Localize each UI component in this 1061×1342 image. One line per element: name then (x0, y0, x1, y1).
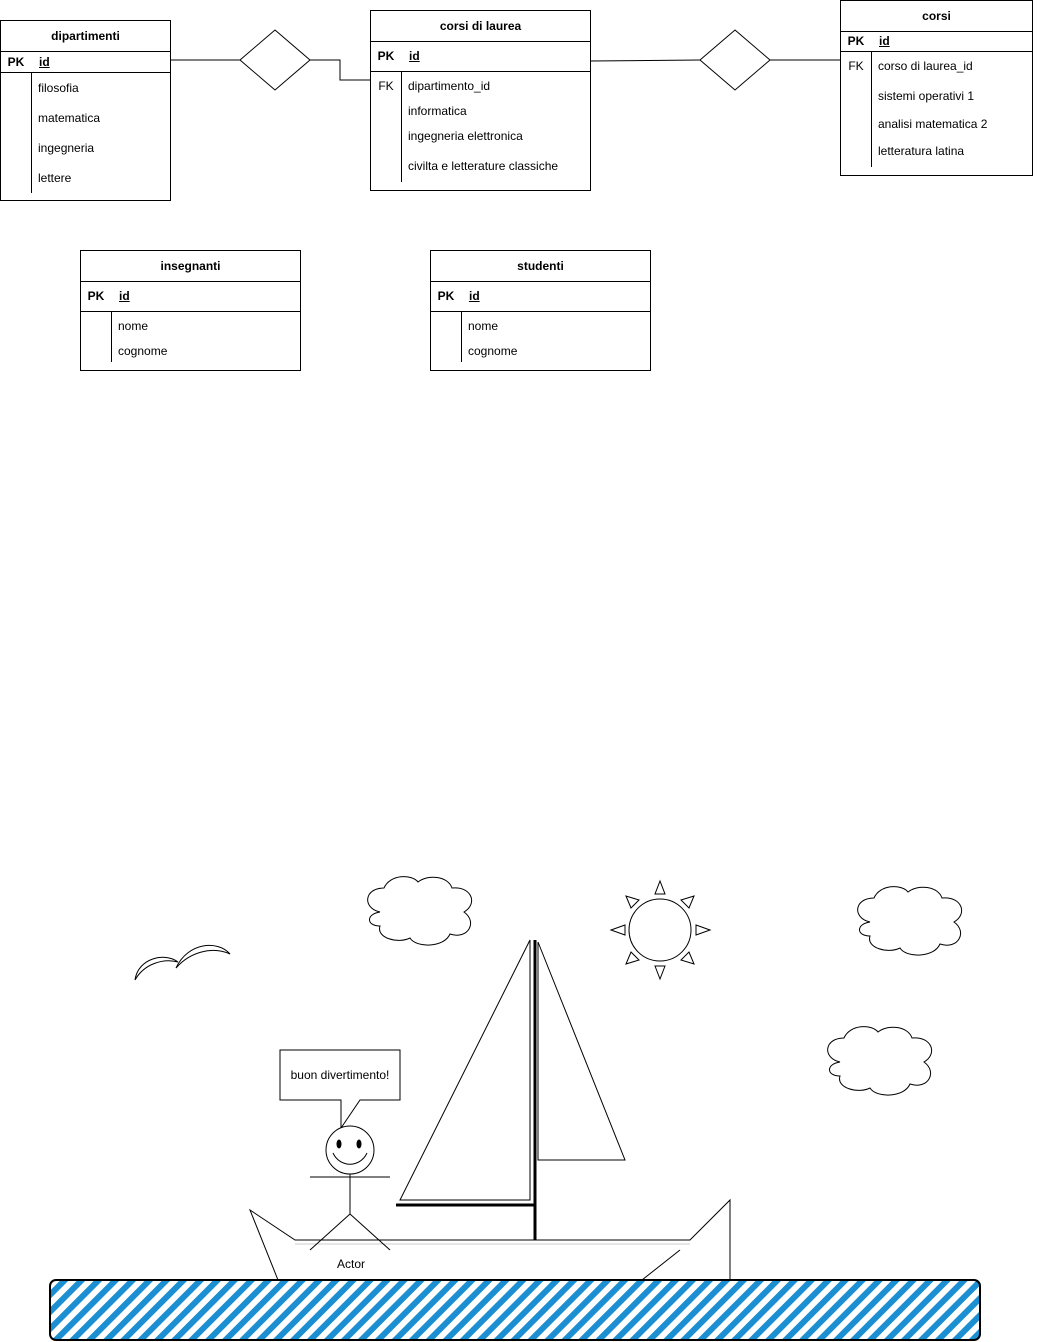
table-title: insegnanti (81, 251, 300, 282)
table-dipartimenti[interactable]: dipartimenti PK id filosofia matematica … (0, 20, 171, 201)
hull (248, 1198, 731, 1281)
pk-field: id (39, 55, 50, 69)
field-item: ingegneria elettronica (408, 129, 523, 143)
table-corsi[interactable]: corsi PK id FK corso di laurea_id sistem… (840, 0, 1033, 176)
table-corsi-di-laurea[interactable]: corsi di laurea PK id FK dipartimento_id… (370, 10, 591, 191)
cloud-icon (367, 876, 473, 946)
field-item: corso di laurea_id (878, 59, 973, 73)
table-title: corsi (841, 1, 1032, 32)
table-title: corsi di laurea (371, 11, 590, 42)
field-item: nome (118, 319, 149, 333)
table-title: studenti (431, 251, 650, 282)
pk-label: PK (847, 34, 865, 48)
hull-line (641, 1249, 681, 1281)
field-item: nome (468, 319, 499, 333)
actor-label: Actor (337, 1257, 365, 1271)
pk-label: PK (7, 55, 25, 69)
field-item: ingegneria (38, 141, 95, 155)
pk-label: PK (87, 289, 105, 303)
field-item: filosofia (38, 81, 79, 95)
main-sail (537, 941, 626, 1161)
pk-label: PK (437, 289, 455, 303)
table-studenti[interactable]: studenti PK id nome cognome (430, 250, 651, 371)
field-item: sistemi operativi 1 (878, 89, 975, 103)
seagull-icon (134, 945, 231, 981)
field-item: cognome (118, 344, 168, 358)
relationship-diamond[interactable] (699, 29, 771, 91)
field-item: cognome (468, 344, 518, 358)
sun-icon (609, 879, 712, 981)
table-insegnanti[interactable]: insegnanti PK id nome cognome (80, 250, 301, 371)
jib-sail (399, 939, 531, 1201)
pk-label: PK (377, 49, 395, 63)
field-item: dipartimento_id (408, 79, 491, 93)
field-item: civilta e letterature classiche (408, 159, 559, 173)
cloud-icon (827, 1026, 933, 1096)
pk-field: id (119, 289, 130, 303)
connector-line (589, 59, 701, 62)
speech-text: buon divertimento! (291, 1068, 390, 1082)
pk-field: id (409, 49, 420, 63)
field-item: lettere (38, 171, 72, 185)
table-title: dipartimenti (1, 21, 170, 52)
field-item: analisi matematica 2 (878, 117, 988, 131)
speech-bubble (279, 1049, 401, 1130)
er-connectors (170, 29, 840, 91)
field-item: informatica (408, 104, 467, 118)
water (49, 1279, 981, 1341)
pk-field: id (469, 289, 480, 303)
field-item: matematica (38, 111, 101, 125)
relationship-diamond[interactable] (239, 29, 311, 91)
cloud-icon (857, 886, 963, 956)
fk-label: FK (378, 79, 394, 93)
field-item: letteratura latina (878, 144, 965, 158)
connector-line (310, 59, 370, 81)
pk-field: id (879, 34, 890, 48)
actor-figure (309, 1125, 391, 1251)
fk-label: FK (848, 59, 864, 73)
sailboat (248, 939, 731, 1281)
